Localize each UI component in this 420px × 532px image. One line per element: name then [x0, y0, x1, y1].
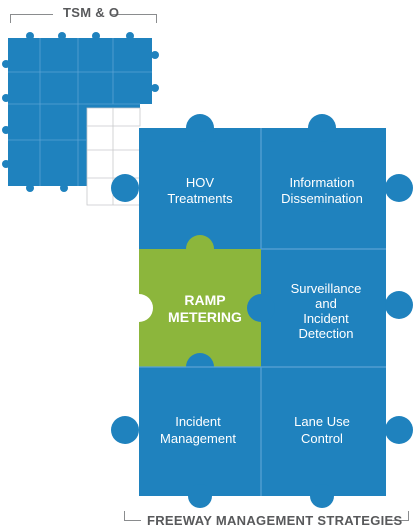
incident-label-1: Incident	[175, 414, 221, 429]
small-knob	[92, 32, 100, 40]
small-puzzle-grid	[2, 32, 159, 206]
small-knob	[58, 32, 66, 40]
small-knob	[26, 32, 34, 40]
small-puzzle-seams	[8, 38, 152, 186]
info-label-1: Information	[289, 175, 354, 190]
hov-label-2: Treatments	[167, 191, 233, 206]
small-knob	[26, 184, 34, 192]
big-puzzle-seams	[139, 128, 386, 496]
incident-label-2: Management	[160, 431, 236, 446]
bottom-bracket-right	[386, 511, 409, 521]
small-knob	[126, 32, 134, 40]
small-knob	[2, 60, 10, 68]
top-bracket-left	[10, 14, 53, 23]
surveillance-label-2: and	[315, 296, 337, 311]
top-bracket-right	[112, 14, 157, 23]
surveillance-label-1: Surveillance	[291, 281, 362, 296]
small-knob	[2, 94, 10, 102]
small-knob	[2, 126, 10, 134]
ramp-label-1: RAMP	[184, 292, 225, 308]
surveillance-label-3: Incident	[303, 311, 349, 326]
small-puzzle-blue-area	[8, 38, 152, 186]
freeway-strategies-label: FREEWAY MANAGEMENT STRATEGIES	[147, 513, 403, 528]
small-puzzle-empty-outline	[86, 126, 140, 206]
small-knob	[151, 84, 159, 92]
lane-label-2: Control	[301, 431, 343, 446]
small-knob	[151, 51, 159, 59]
small-knob	[60, 184, 68, 192]
small-knob	[2, 160, 10, 168]
ramp-label-2: METERING	[168, 309, 242, 325]
tsmo-label: TSM & O	[63, 5, 120, 20]
surveillance-label-4: Detection	[299, 326, 354, 341]
ramp-metering-piece	[125, 235, 275, 381]
small-puzzle-empty	[86, 107, 141, 127]
info-label-2: Dissemination	[281, 191, 363, 206]
hov-label-1: HOV	[186, 175, 215, 190]
lane-label-1: Lane Use	[294, 414, 350, 429]
bottom-bracket-left	[124, 511, 141, 521]
